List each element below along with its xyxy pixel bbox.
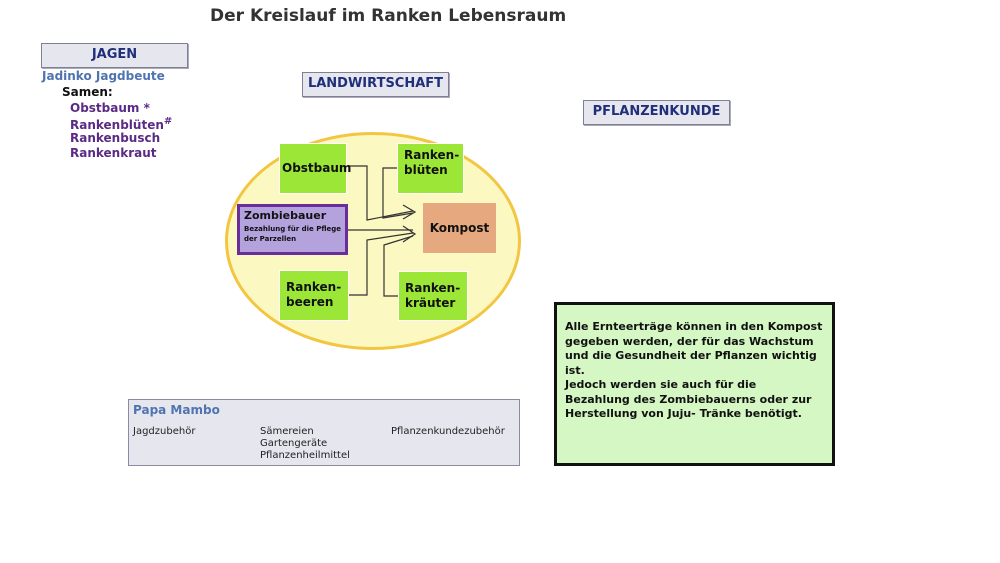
papa-mambo-title: Papa Mambo: [133, 403, 220, 417]
seed-item: Obstbaum *: [70, 101, 150, 115]
rankenkraeuter-box: Ranken- kräuter: [398, 271, 468, 321]
rankenkraeuter-line2: kräuter: [405, 296, 456, 310]
seed-mark: *: [143, 101, 150, 115]
seed-name: Rankenkraut: [70, 146, 157, 160]
seed-name: Obstbaum: [70, 101, 140, 115]
arrow-rankenbeeren: [349, 232, 414, 296]
arrowhead-upper: [402, 204, 417, 220]
seed-item: Rankenblüten#: [70, 116, 172, 132]
landwirtschaft-header: LANDWIRTSCHAFT: [302, 72, 449, 97]
jagen-header: JAGEN: [41, 43, 188, 68]
info-paragraph-2: Jedoch werden sie auch für die Bezahlung…: [565, 378, 812, 420]
seed-item: Rankenkraut: [70, 146, 157, 160]
page-title: Der Kreislauf im Ranken Lebensraum: [210, 6, 567, 26]
seed-name: Rankenblüten: [70, 118, 164, 132]
zombiebauer-box: Zombiebauer Bezahlung für die Pflege der…: [237, 204, 348, 255]
garden-supply-item: Sämereien: [260, 426, 314, 437]
rankenkraeuter-line1: Ranken-: [405, 281, 461, 295]
jagdzubehoer-label: Jagdzubehör: [133, 426, 196, 437]
info-paragraph-1: Alle Ernteerträge können in den Kompost …: [565, 320, 823, 377]
arrow-obstbaum: [347, 165, 414, 221]
info-box: Alle Ernteerträge können in den Kompost …: [554, 302, 835, 466]
arrowhead-lower: [402, 225, 417, 243]
rankenbeeren-line1: Ranken-: [286, 280, 342, 294]
seed-mark: #: [163, 116, 173, 127]
garden-supply-item: Pflanzenheilmittel: [260, 450, 350, 461]
rankenbeeren-line2: beeren: [286, 295, 334, 309]
rankenblueten-line1: Ranken-: [404, 148, 460, 162]
rankenblueten-line2: blüten: [404, 163, 448, 177]
garden-supplies-list: Sämereien Gartengeräte Pflanzenheilmitte…: [260, 426, 350, 462]
pflanzenkundezubehoer-label: Pflanzenkundezubehör: [391, 426, 505, 437]
jadinko-jagdbeute-label: Jadinko Jagdbeute: [42, 69, 165, 83]
garden-supply-item: Gartengeräte: [260, 438, 328, 449]
rankenbeeren-box: Ranken- beeren: [279, 270, 349, 321]
seed-name: Rankenbusch: [70, 131, 161, 145]
zombiebauer-subtitle: Bezahlung für die Pflege der Parzellen: [244, 225, 342, 243]
samen-label: Samen:: [62, 85, 113, 99]
rankenblueten-box: Ranken- blüten: [397, 143, 464, 194]
arrow-rankenkraeuter: [383, 235, 414, 297]
kompost-box: Kompost: [423, 203, 496, 253]
zombiebauer-title: Zombiebauer: [244, 209, 327, 222]
pflanzenkunde-header: PFLANZENKUNDE: [583, 100, 730, 125]
arrow-rankenblueten: [382, 167, 414, 219]
seed-item: Rankenbusch: [70, 131, 160, 145]
papa-mambo-panel: Papa Mambo Jagdzubehör Sämereien Garteng…: [128, 399, 520, 466]
obstbaum-box: Obstbaum: [279, 143, 351, 194]
